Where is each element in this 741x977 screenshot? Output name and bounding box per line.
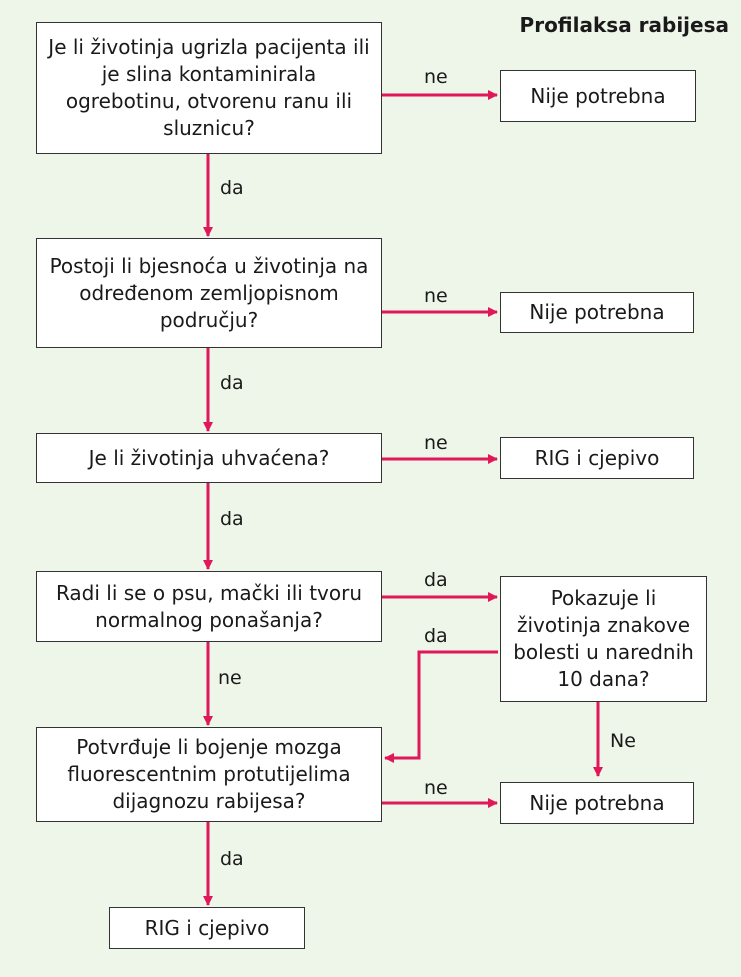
label-q5-no: ne	[424, 777, 448, 799]
label-q4-yes: da	[424, 569, 448, 591]
label-q1-yes: da	[220, 177, 244, 199]
question-signs-10-days: Pokazuje li životinja znakove bolesti u …	[500, 576, 707, 702]
result-not-needed-2: Nije potrebna	[500, 292, 694, 333]
result-rig-vaccine-1: RIG i cjepivo	[500, 437, 694, 479]
result-rig-vaccine-2: RIG i cjepivo	[109, 907, 305, 949]
question-bite: Je li životinja ugrizla pacijenta ili je…	[36, 22, 382, 154]
label-q4-no: ne	[218, 667, 242, 689]
question-fluorescent-antibody: Potvrđuje li bojenje mozga fluorescentni…	[36, 727, 382, 822]
arrow-q6-yes	[384, 650, 498, 763]
label-q6-yes: da	[424, 625, 448, 647]
label-q2-yes: da	[220, 372, 244, 394]
question-captured: Je li životinja uhvaćena?	[36, 433, 382, 483]
label-q2-no: ne	[424, 285, 448, 307]
label-q1-no: ne	[424, 66, 448, 88]
question-normal-behaviour: Radi li se o psu, mački ili tvoru normal…	[36, 571, 382, 642]
label-q5-yes: da	[220, 848, 244, 870]
label-q3-no: ne	[424, 432, 448, 454]
label-q6-no: Ne	[610, 730, 636, 752]
result-not-needed-1: Nije potrebna	[500, 70, 696, 122]
result-not-needed-3: Nije potrebna	[500, 782, 694, 824]
diagram-title: Profilaksa rabijesa	[519, 13, 729, 37]
label-q3-yes: da	[220, 508, 244, 530]
question-rabies-area: Postoji li bjesnoća u životinja na određ…	[36, 238, 382, 348]
